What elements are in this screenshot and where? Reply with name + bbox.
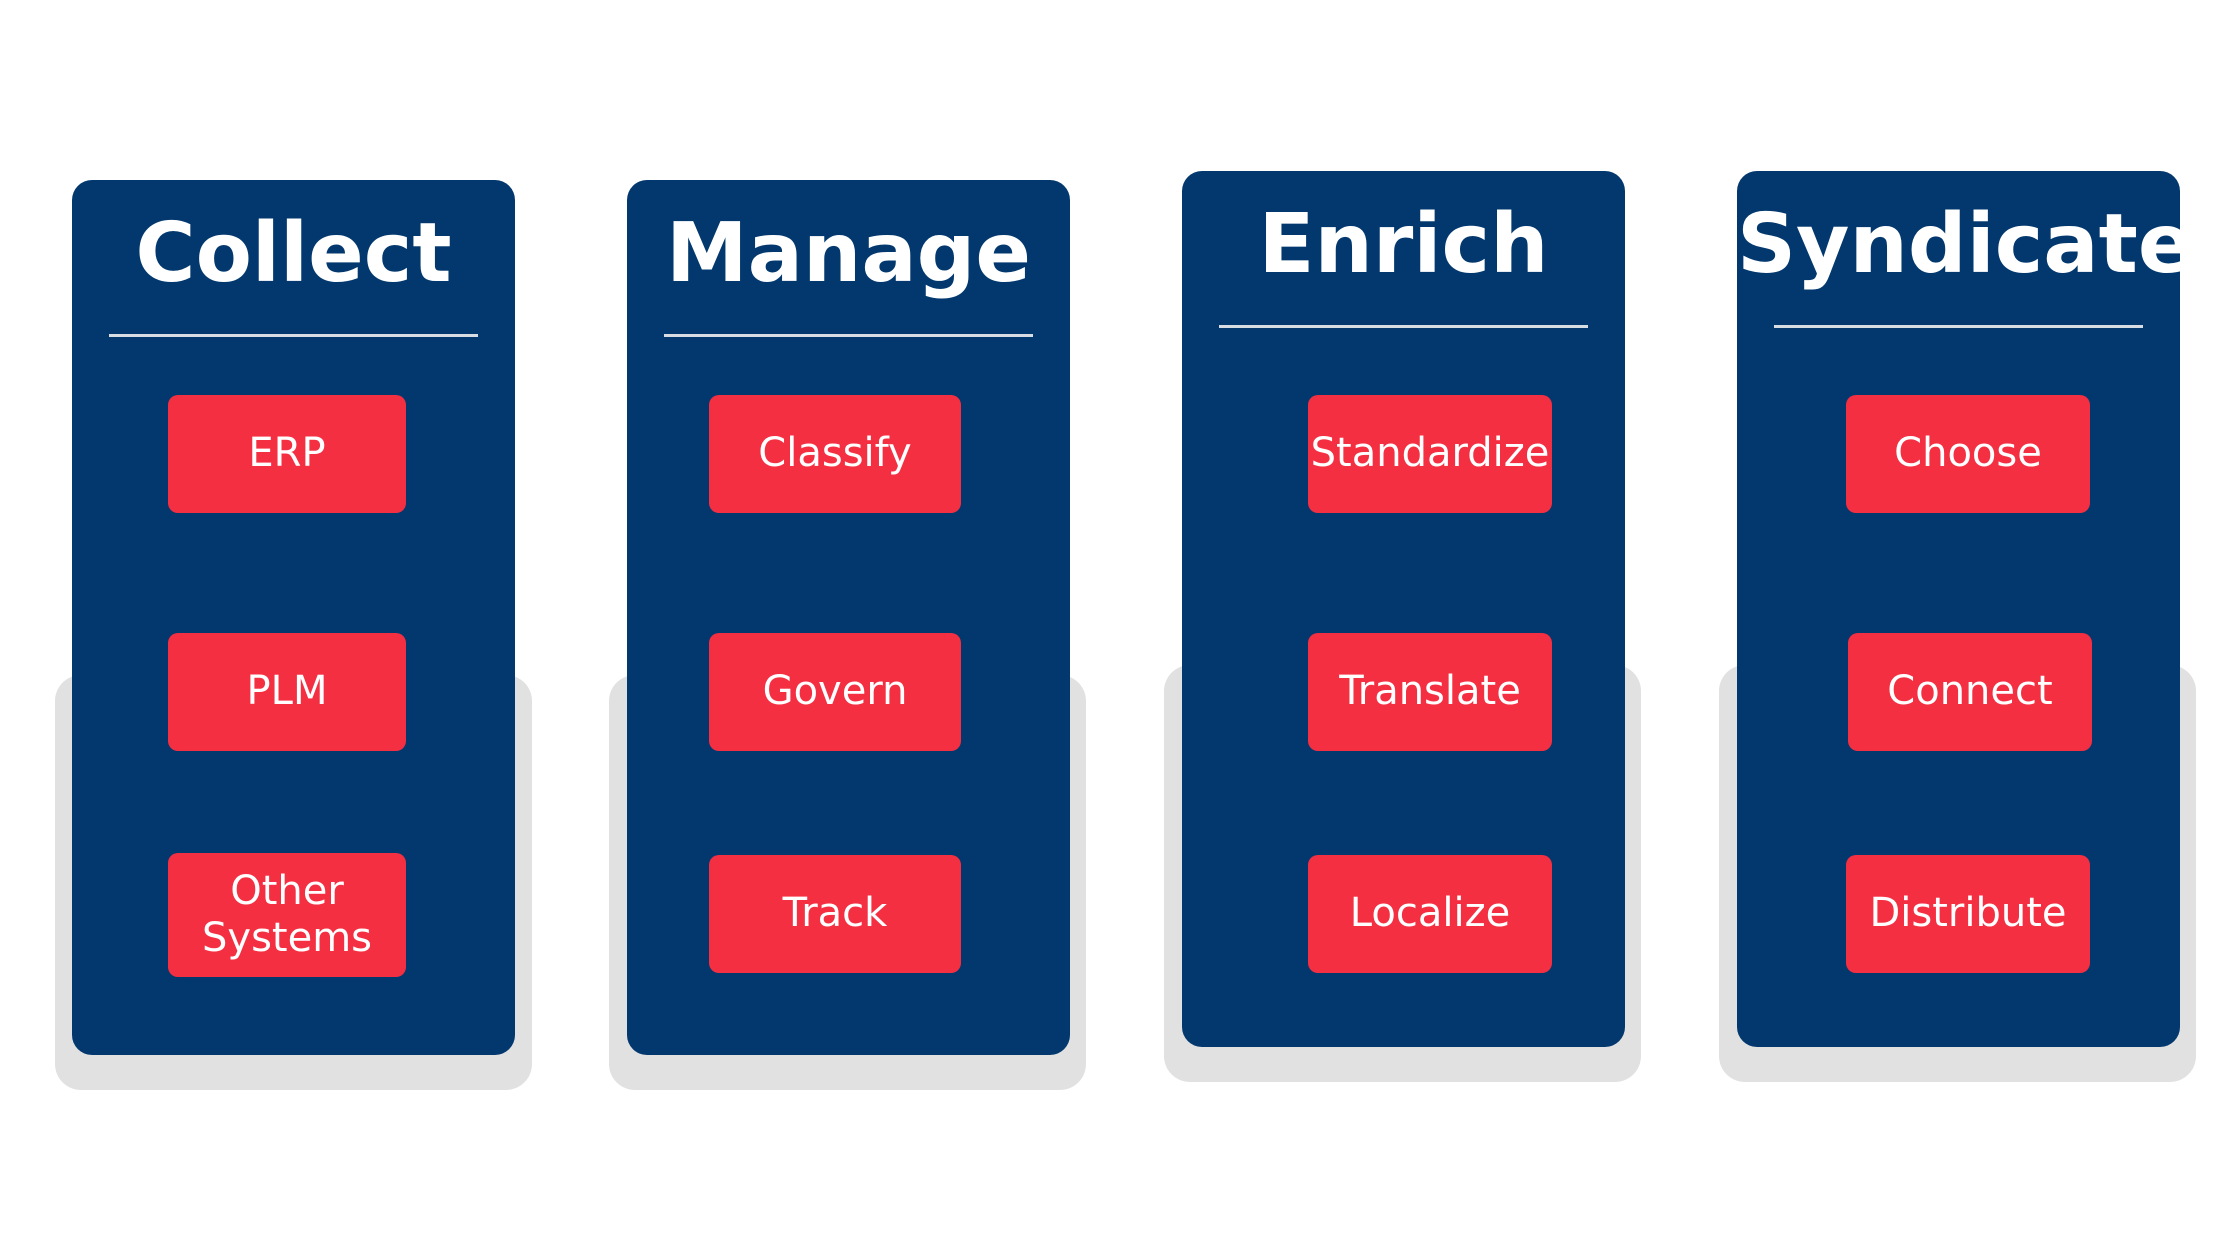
column-collect: Collect ERP PLM Other Systems [72, 180, 515, 1055]
title-divider [664, 334, 1033, 337]
column-title: Syndicate [1737, 197, 2194, 292]
step-chip: Choose [1846, 395, 2090, 513]
column-syndicate: Syndicate Choose Connect Distribute [1737, 171, 2194, 1047]
step-chip: Localize [1308, 855, 1552, 973]
step-chip: Distribute [1846, 855, 2090, 973]
step-chip: Govern [709, 633, 961, 751]
step-chip: Connect [1848, 633, 2092, 751]
step-chip: ERP [168, 395, 406, 513]
column-enrich: Enrich Standardize Translate Localize [1182, 171, 1625, 1047]
step-chip: Classify [709, 395, 961, 513]
title-divider [1774, 325, 2143, 328]
step-chip: Track [709, 855, 961, 973]
step-chip: PLM [168, 633, 406, 751]
step-chip: Translate [1308, 633, 1552, 751]
title-divider [109, 334, 478, 337]
step-chip: Standardize [1308, 395, 1552, 513]
column-title: Collect [135, 206, 452, 301]
column-manage: Manage Classify Govern Track [627, 180, 1070, 1055]
column-title: Enrich [1258, 197, 1549, 292]
title-divider [1219, 325, 1588, 328]
step-chip: Other Systems [168, 853, 406, 977]
column-title: Manage [666, 206, 1031, 301]
